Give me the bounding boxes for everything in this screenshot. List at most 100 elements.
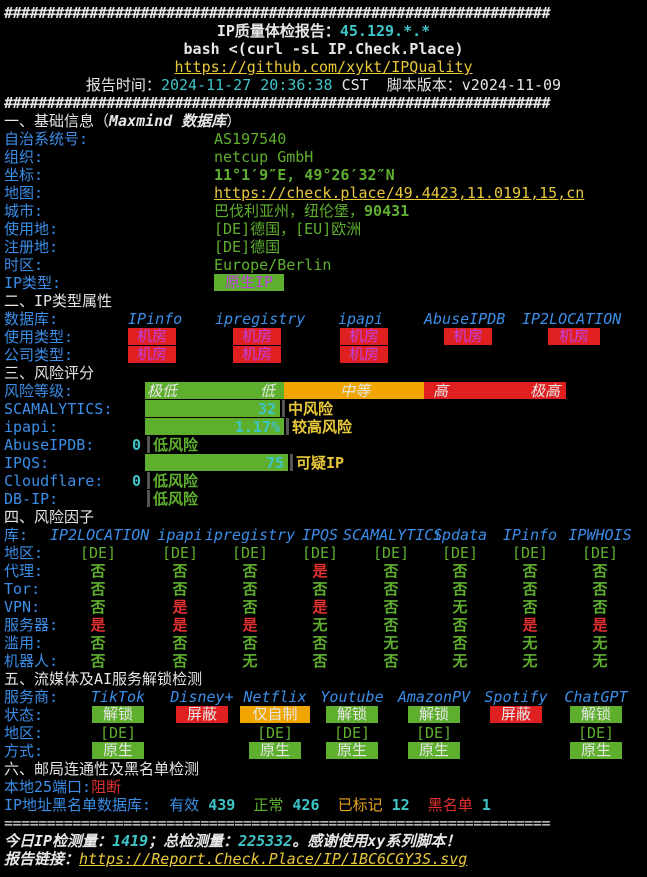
factor-cell: 否: [90, 580, 106, 598]
factor-cell: 否: [452, 616, 468, 634]
factor-cell: 无: [522, 652, 538, 670]
factor-cell: 否: [592, 562, 608, 580]
use-type-abuseipdb: 机房: [444, 328, 492, 345]
factor-lib-label: 库:: [4, 526, 29, 544]
service-name: Spotify: [484, 688, 548, 706]
header-hash-line-2: ########################################…: [4, 94, 550, 112]
unlock-status-badge: 解锁: [92, 706, 144, 723]
factor-lib-header: ipdata: [432, 526, 488, 544]
company-type-label: 公司类型:: [4, 346, 74, 364]
section-mail-title: 六、邮局连通性及黑名单检测: [4, 760, 200, 778]
usage-region-label: 使用地:: [4, 220, 59, 238]
factor-cell: 否: [90, 598, 106, 616]
factor-cell: [DE]: [581, 544, 619, 562]
section-iptype-title: 二、IP类型属性: [4, 292, 113, 310]
risk-level-text: 较高风险: [292, 418, 353, 436]
factor-cell: [DE]: [511, 544, 549, 562]
factor-cell: 否: [522, 580, 538, 598]
factor-row-label: Tor:: [4, 580, 41, 598]
factor-lib-header: IP2LOCATION: [50, 526, 150, 544]
risk-band-low: [145, 382, 284, 399]
command-line: bash <(curl -sL IP.Check.Place): [183, 40, 464, 58]
coord-value: 11°1′9″E, 49°26′32″N: [214, 166, 395, 184]
factor-cell: 否: [383, 562, 399, 580]
company-type-ipinfo: 机房: [128, 346, 176, 363]
risk-level-label: 风险等级:: [4, 382, 74, 400]
risk-level-very-high: 极高: [530, 382, 561, 400]
map-link[interactable]: https://check.place/49.4423,11.0191,15,c…: [214, 184, 585, 202]
usage-region-value: [DE]德国，[EU]欧洲: [214, 220, 362, 238]
use-type-ipinfo: 机房: [128, 328, 176, 345]
factor-lib-header: ipregistry: [204, 526, 296, 544]
risk-score-bar: [145, 400, 280, 417]
service-name: Disney+: [170, 688, 234, 706]
github-link[interactable]: https://github.com/xykt/IPQuality: [174, 58, 473, 76]
city-value: 巴伐利亚州，纽伦堡，90431: [214, 202, 410, 220]
risk-row-label: DB-IP:: [4, 490, 59, 508]
factor-lib-header: ipapi: [157, 526, 203, 544]
factor-cell: 否: [242, 634, 258, 652]
factor-cell: 否: [383, 598, 399, 616]
use-type-ipregistry: 机房: [233, 328, 281, 345]
risk-band-mid: [284, 382, 424, 399]
risk-level-text: 低风险: [153, 436, 199, 454]
region-label: 地区:: [4, 724, 44, 742]
header-hash-line: ########################################…: [4, 4, 550, 22]
factor-cell: 否: [172, 634, 188, 652]
company-type-ipregistry: 机房: [233, 346, 281, 363]
map-label: 地图:: [4, 184, 44, 202]
factor-cell: 无: [522, 634, 538, 652]
method-label: 方式:: [4, 742, 44, 760]
factor-cell: 是: [522, 616, 538, 634]
timezone-label: 时区:: [4, 256, 44, 274]
unlock-status-badge: 屏蔽: [490, 706, 542, 723]
factor-cell: 是: [312, 598, 328, 616]
risk-score-value: 0: [131, 472, 141, 490]
factor-row-label: 滥用:: [4, 634, 44, 652]
org-label: 组织:: [4, 148, 44, 166]
factor-cell: 无: [452, 652, 468, 670]
factor-cell: 否: [452, 634, 468, 652]
risk-level-text: 可疑IP: [296, 454, 345, 472]
factor-cell: 否: [242, 562, 258, 580]
factor-cell: 否: [172, 580, 188, 598]
factor-cell: [DE]: [79, 544, 117, 562]
report-link[interactable]: https://Report.Check.Place/IP/1BC6CGY3S.…: [79, 850, 468, 868]
unlock-method-badge: 原生: [326, 742, 378, 759]
risk-score-marker: [147, 490, 150, 507]
risk-level-mid: 中等: [340, 382, 371, 400]
unlock-status-badge: 解锁: [408, 706, 460, 723]
risk-score-value: 1.17%: [234, 418, 280, 436]
factor-cell: 是: [312, 562, 328, 580]
factor-cell: 否: [522, 598, 538, 616]
service-region: [DE]: [256, 724, 294, 742]
factor-cell: 无: [312, 616, 328, 634]
risk-score-marker: [282, 400, 285, 417]
service-region: [DE]: [99, 724, 137, 742]
unlock-status-badge: 解锁: [326, 706, 378, 723]
risk-level-text: 低风险: [153, 490, 199, 508]
db-label: 数据库:: [4, 310, 59, 328]
factor-cell: 是: [172, 616, 188, 634]
unlock-method-badge: 原生: [408, 742, 460, 759]
factor-cell: 否: [172, 562, 188, 580]
service-name: ChatGPT: [564, 688, 628, 706]
risk-row-label: AbuseIPDB:: [4, 436, 95, 454]
factor-cell: 否: [383, 616, 399, 634]
factor-cell: 是: [90, 616, 106, 634]
factor-cell: 否: [592, 598, 608, 616]
use-type-label: 使用类型:: [4, 328, 74, 346]
db-abuseipdb: AbuseIPDB: [424, 310, 506, 328]
service-region: [DE]: [415, 724, 453, 742]
asn-label: 自治系统号:: [4, 130, 89, 148]
service-region: [DE]: [333, 724, 371, 742]
factor-lib-header: IPWHOIS: [568, 526, 632, 544]
service-name: AmazonPV: [397, 688, 471, 706]
risk-score-marker: [286, 418, 289, 435]
risk-level-very-low: 极低: [147, 382, 178, 400]
factor-cell: 否: [452, 580, 468, 598]
factor-cell: 否: [312, 652, 328, 670]
footer-divider: ========================================…: [4, 814, 550, 832]
unlock-status-badge: 仅自制: [240, 706, 310, 723]
usage-count-row: 今日IP检测量：1419；总检测量：225332。感谢使用xy系列脚本！: [4, 832, 461, 850]
